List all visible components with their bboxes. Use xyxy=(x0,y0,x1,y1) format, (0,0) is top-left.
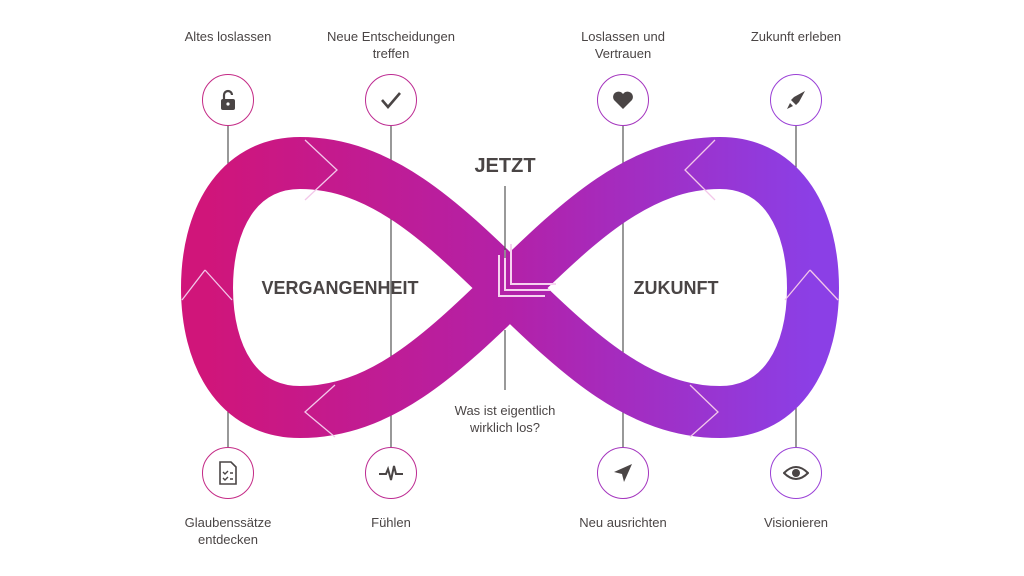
label-line: entdecken xyxy=(198,532,258,547)
check-icon xyxy=(365,74,417,126)
center-question-line2: wirklich los? xyxy=(469,420,541,435)
label-glaubenssaetze: Glaubenssätze entdecken xyxy=(138,514,318,548)
past-label: VERGANGENHEIT xyxy=(261,278,419,298)
center-question-line1: Was ist eigentlich xyxy=(454,403,556,418)
label-altes-loslassen: Altes loslassen xyxy=(138,28,318,45)
segment-chevrons xyxy=(181,139,839,438)
label-line: Altes loslassen xyxy=(184,29,272,44)
checklist-document-icon xyxy=(202,447,254,499)
unlock-icon xyxy=(202,74,254,126)
label-line: Glaubenssätze xyxy=(184,515,272,530)
infinity-band xyxy=(180,136,840,439)
heart-icon xyxy=(597,74,649,126)
now-marker xyxy=(498,244,556,297)
future-label: ZUKUNFT xyxy=(633,278,719,298)
label-line: Fühlen xyxy=(371,515,411,530)
label-line: treffen xyxy=(372,46,410,61)
now-title: JETZT xyxy=(474,155,536,177)
pulse-icon xyxy=(365,447,417,499)
label-line: Vertrauen xyxy=(594,46,652,61)
rocket-icon xyxy=(770,74,822,126)
navigation-arrow-icon xyxy=(597,447,649,499)
label-zukunft-erleben: Zukunft erleben xyxy=(706,28,886,45)
label-line: Neu ausrichten xyxy=(579,515,667,530)
eye-icon xyxy=(770,447,822,499)
label-neu-ausrichten: Neu ausrichten xyxy=(533,514,713,531)
label-visionieren: Visionieren xyxy=(706,514,886,531)
label-line: Neue Entscheidungen xyxy=(327,29,455,44)
label-neue-entscheidungen: Neue Entscheidungen treffen xyxy=(301,28,481,62)
center-question: Was ist eigentlich wirklich los? xyxy=(415,402,595,436)
label-line: Loslassen und xyxy=(581,29,665,44)
label-fuehlen: Fühlen xyxy=(301,514,481,531)
label-line: Visionieren xyxy=(763,515,829,530)
label-line: Zukunft erleben xyxy=(750,29,842,44)
